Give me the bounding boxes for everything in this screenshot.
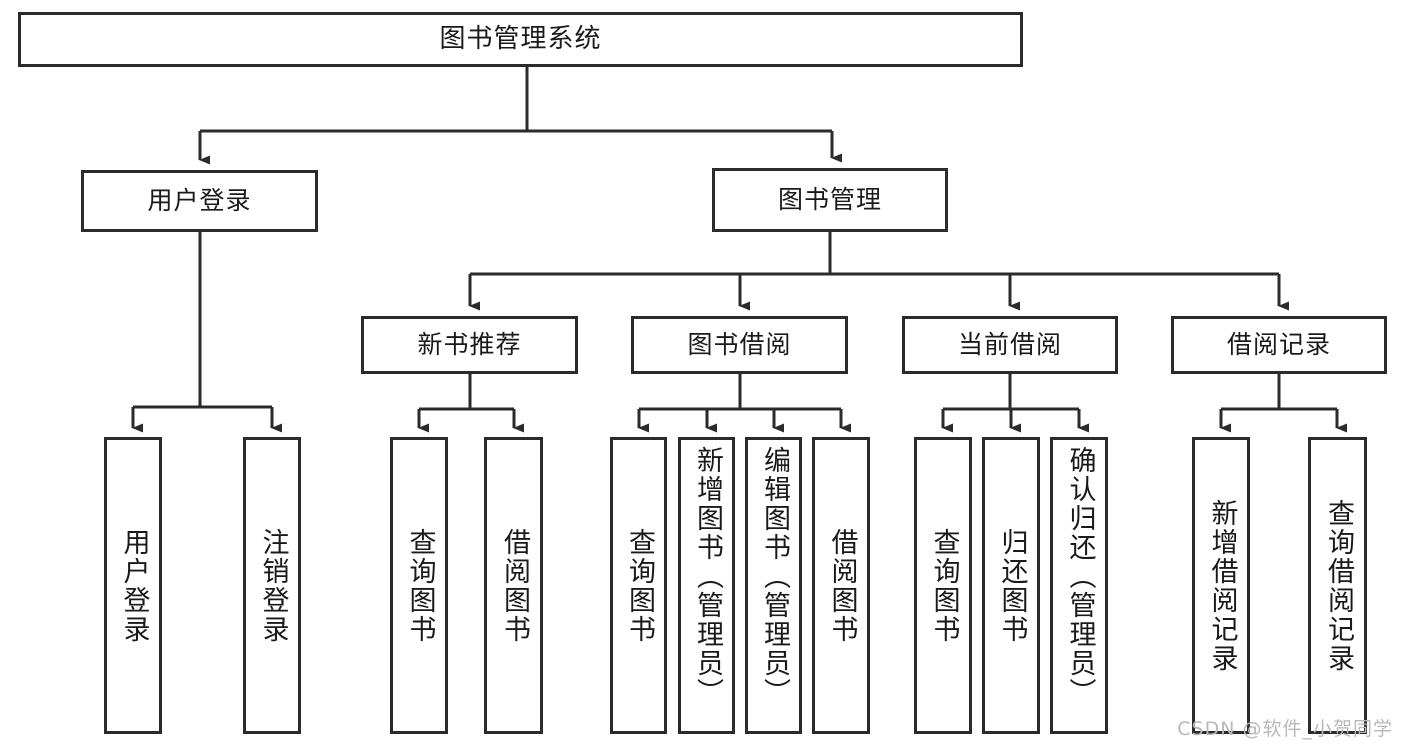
node-leaf-10-textbox: 确认归还（管理员） (1053, 440, 1105, 737)
node-leaf-9-label: 归还图书 (996, 527, 1028, 644)
node-level3-3-label: 借阅记录 (1226, 330, 1331, 360)
node-level2-1-label: 图书管理 (777, 185, 882, 215)
node-leaf-11-textbox: 新增借阅记录 (1195, 440, 1247, 731)
node-level3-2-label: 当前借阅 (957, 330, 1062, 360)
node-leaf-1-textbox: 注销登录 (246, 440, 298, 731)
node-level3-1[interactable]: 图书借阅 (631, 316, 848, 374)
node-leaf-6[interactable]: 编辑图书（管理员） (745, 437, 802, 734)
node-leaf-3-label: 借阅图书 (498, 527, 530, 644)
node-leaf-11-label: 新增借阅记录 (1206, 498, 1238, 673)
node-level3-1-label: 图书借阅 (687, 330, 792, 360)
node-leaf-2-label: 查询图书 (404, 527, 436, 644)
node-leaf-11[interactable]: 新增借阅记录 (1192, 437, 1250, 734)
node-leaf-0[interactable]: 用户登录 (104, 437, 162, 734)
node-leaf-5[interactable]: 新增图书（管理员） (678, 437, 735, 734)
node-leaf-9[interactable]: 归还图书 (982, 437, 1040, 734)
node-leaf-6-label: 编辑图书（管理员） (758, 446, 790, 707)
node-leaf-4-textbox: 查询图书 (613, 440, 664, 731)
node-leaf-5-label: 新增图书（管理员） (691, 446, 723, 707)
node-leaf-0-label: 用户登录 (118, 527, 150, 644)
node-leaf-1[interactable]: 注销登录 (243, 437, 301, 734)
node-level2-1[interactable]: 图书管理 (712, 168, 948, 232)
node-leaf-3-textbox: 借阅图书 (487, 440, 540, 731)
node-leaf-2-textbox: 查询图书 (393, 440, 445, 731)
node-leaf-4[interactable]: 查询图书 (610, 437, 667, 734)
node-leaf-12-label: 查询借阅记录 (1322, 498, 1354, 673)
watermark: CSDN @软件_小贺同学 (1177, 718, 1393, 740)
node-root[interactable]: 图书管理系统 (18, 12, 1023, 67)
node-leaf-6-textbox: 编辑图书（管理员） (748, 440, 799, 737)
node-leaf-8-textbox: 查询图书 (917, 440, 969, 731)
node-level2-0[interactable]: 用户登录 (81, 170, 318, 232)
node-level3-0[interactable]: 新书推荐 (361, 316, 578, 374)
node-leaf-2[interactable]: 查询图书 (390, 437, 448, 734)
node-level3-2[interactable]: 当前借阅 (902, 316, 1118, 374)
node-leaf-7-textbox: 借阅图书 (815, 440, 867, 731)
node-leaf-4-label: 查询图书 (623, 527, 655, 644)
node-leaf-9-textbox: 归还图书 (985, 440, 1037, 731)
node-leaf-7-label: 借阅图书 (826, 527, 858, 644)
node-leaf-8-label: 查询图书 (928, 527, 960, 644)
node-leaf-7[interactable]: 借阅图书 (812, 437, 870, 734)
node-level3-3[interactable]: 借阅记录 (1171, 316, 1387, 374)
node-level2-0-label: 用户登录 (147, 186, 252, 216)
node-leaf-3[interactable]: 借阅图书 (484, 437, 543, 734)
node-leaf-0-textbox: 用户登录 (107, 440, 159, 731)
node-root-label: 图书管理系统 (439, 24, 602, 55)
node-leaf-8[interactable]: 查询图书 (914, 437, 972, 734)
node-leaf-12[interactable]: 查询借阅记录 (1308, 437, 1367, 734)
node-leaf-10-label: 确认归还（管理员） (1064, 446, 1096, 707)
node-leaf-12-textbox: 查询借阅记录 (1311, 440, 1364, 731)
node-leaf-1-label: 注销登录 (257, 527, 289, 644)
node-level3-0-label: 新书推荐 (417, 330, 522, 360)
node-leaf-10[interactable]: 确认归还（管理员） (1050, 437, 1108, 734)
node-leaf-5-textbox: 新增图书（管理员） (681, 440, 732, 737)
